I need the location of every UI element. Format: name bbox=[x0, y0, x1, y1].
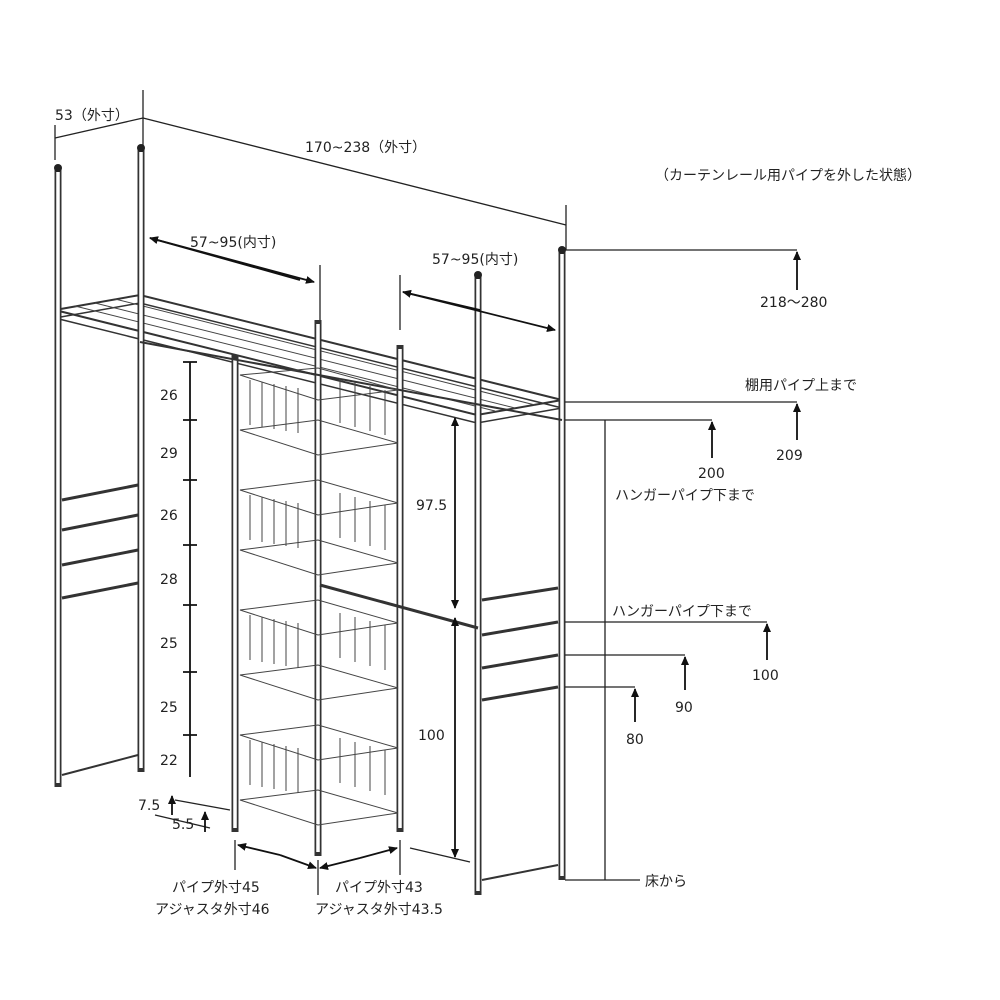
upper-hanger-height: 200 bbox=[698, 466, 725, 482]
lower-gap-label: 100 bbox=[418, 728, 445, 744]
right-unit-pipe: パイプ外寸43 bbox=[335, 880, 423, 896]
lower-hanger-height-2: 90 bbox=[675, 700, 693, 716]
poles bbox=[54, 144, 566, 895]
basket-pitch: 28 bbox=[160, 572, 178, 588]
height-range-label: 218～280 bbox=[760, 295, 827, 311]
title-note: （カーテンレール用パイプを外した状態） bbox=[655, 168, 921, 184]
upper-hanger-label: ハンガーパイプ下まで bbox=[615, 488, 755, 504]
basket-pitch: 25 bbox=[160, 700, 178, 716]
width-outer-label: 170~238（外寸） bbox=[305, 140, 426, 156]
upper-gap-label: 97.5 bbox=[416, 498, 447, 514]
outer-dimension-lines bbox=[54, 90, 567, 250]
top-shelf bbox=[54, 293, 563, 424]
basket-pitch: 26 bbox=[160, 388, 178, 404]
inner-width-right-label: 57~95(内寸) bbox=[432, 252, 518, 268]
left-unit-adjuster: アジャスタ外寸46 bbox=[155, 902, 270, 918]
dimension-labels: 53（外寸） 170~238（外寸） （カーテンレール用パイプを外した状態） 5… bbox=[55, 108, 921, 918]
lower-hanger-height-3: 80 bbox=[626, 732, 644, 748]
dimension-arrows bbox=[149, 236, 801, 895]
lower-hanger-height-1: 100 bbox=[752, 668, 779, 684]
shelf-pipe-label: 棚用パイプ上まで bbox=[745, 378, 857, 394]
depth-outer-label: 53（外寸） bbox=[55, 108, 129, 124]
bottom-offset-2: 5.5 bbox=[172, 817, 194, 833]
basket-drawers bbox=[239, 367, 399, 826]
from-floor-label: 床から bbox=[645, 874, 687, 890]
shelf-pipe-height: 209 bbox=[776, 448, 803, 464]
basket-pitch: 25 bbox=[160, 636, 178, 652]
basket-pitch: 29 bbox=[160, 446, 178, 462]
basket-pitch: 22 bbox=[160, 753, 178, 769]
inner-width-left-label: 57~95(内寸) bbox=[190, 235, 276, 251]
basket-pitch: 26 bbox=[160, 508, 178, 524]
bottom-offset-1: 7.5 bbox=[138, 798, 160, 814]
side-bars bbox=[61, 341, 563, 881]
left-unit-pipe: パイプ外寸45 bbox=[172, 880, 260, 896]
lower-hanger-label: ハンガーパイプ下まで bbox=[612, 604, 752, 620]
right-unit-adjuster: アジャスタ外寸43.5 bbox=[315, 902, 443, 918]
